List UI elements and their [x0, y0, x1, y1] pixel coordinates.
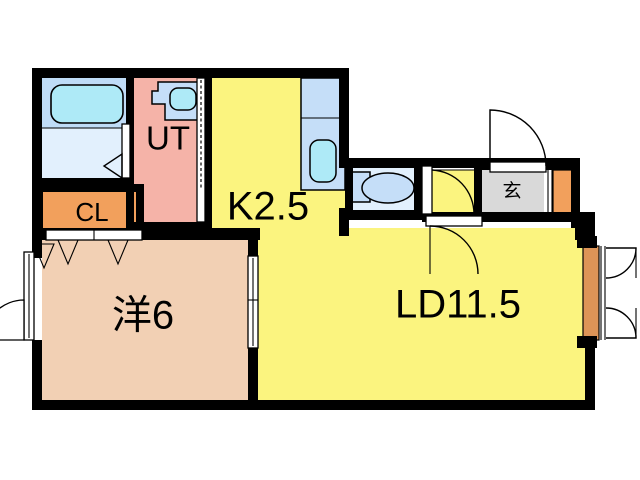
ut-kitchen-door-panel[interactable] — [196, 77, 206, 223]
balcony-door-swing-top[interactable] — [605, 247, 637, 279]
western-window-swing[interactable] — [0, 299, 25, 341]
entrance-door-swing[interactable] — [489, 109, 547, 167]
balcony-door-swing-bottom[interactable] — [605, 307, 637, 339]
wall-balcony-top — [577, 236, 597, 248]
wall-western-ld-upper — [248, 228, 258, 258]
room-labels: UT K2.5 CL 洋6 LD11.5 玄 — [75, 120, 521, 338]
wall-closet-right — [136, 184, 144, 234]
wall-bath-ut — [126, 68, 134, 178]
wall-kitchen-right-upper — [339, 68, 349, 168]
wall-bottom — [32, 400, 595, 410]
wall-ld-top-right — [484, 212, 595, 222]
walls — [32, 68, 597, 410]
room-living-top — [254, 228, 595, 248]
wall-ut-bottom — [132, 222, 212, 232]
closet-door-arrow-right — [107, 239, 129, 266]
room-genkan[interactable] — [482, 170, 544, 220]
label-genkan: 玄 — [502, 180, 521, 202]
room-living[interactable] — [254, 228, 595, 402]
wall-bath-ut-lower — [126, 178, 134, 234]
fixtures — [42, 81, 415, 204]
hall-ld-door-swing[interactable] — [429, 225, 479, 275]
entrance-door-panel[interactable] — [489, 161, 547, 173]
wall-left-mid2 — [32, 340, 42, 410]
bathroom-door-swing[interactable] — [102, 152, 123, 180]
hall-ld-door-panel[interactable] — [425, 215, 483, 227]
wall-western-ld-lower — [248, 348, 258, 406]
wall-ut-kitchen — [204, 68, 212, 230]
wall-wc-left — [345, 158, 353, 220]
label-western: 洋6 — [112, 294, 174, 338]
label-closet: CL — [75, 197, 108, 227]
balcony-window-strip[interactable] — [582, 245, 600, 341]
wall-closet-top — [32, 184, 144, 192]
closet-door-arrow-left — [57, 239, 79, 266]
wall-left-mid1 — [32, 228, 42, 258]
wall-genkan-right — [571, 158, 580, 228]
western-window-arrow — [33, 243, 55, 270]
wall-bath-bottom — [32, 178, 132, 188]
wall-hall-genkan — [474, 162, 482, 220]
room-western[interactable] — [42, 240, 254, 402]
wall-balcony-bottom — [577, 336, 597, 348]
bathtub-icon — [50, 84, 124, 124]
toilet-door-panel[interactable] — [421, 165, 433, 215]
wall-right-lower — [585, 338, 595, 402]
wall-kitchen-right-lower — [339, 208, 349, 236]
toilet-bowl-icon — [361, 172, 415, 204]
toilet-door-swing[interactable] — [431, 169, 475, 215]
label-kitchen: K2.5 — [227, 185, 309, 229]
wall-left-upper — [32, 68, 42, 234]
doors-and-openings — [0, 77, 637, 349]
washbasin-icon — [169, 87, 197, 111]
wall-wc-right — [414, 162, 422, 220]
wall-wc-bottom — [345, 210, 425, 220]
wall-top-left — [32, 68, 345, 78]
bathroom-door-panel[interactable] — [121, 123, 131, 179]
wall-ld-corner — [575, 212, 595, 240]
label-utility: UT — [146, 120, 190, 157]
kitchen-sink-icon — [309, 139, 337, 183]
label-living: LD11.5 — [395, 283, 521, 327]
